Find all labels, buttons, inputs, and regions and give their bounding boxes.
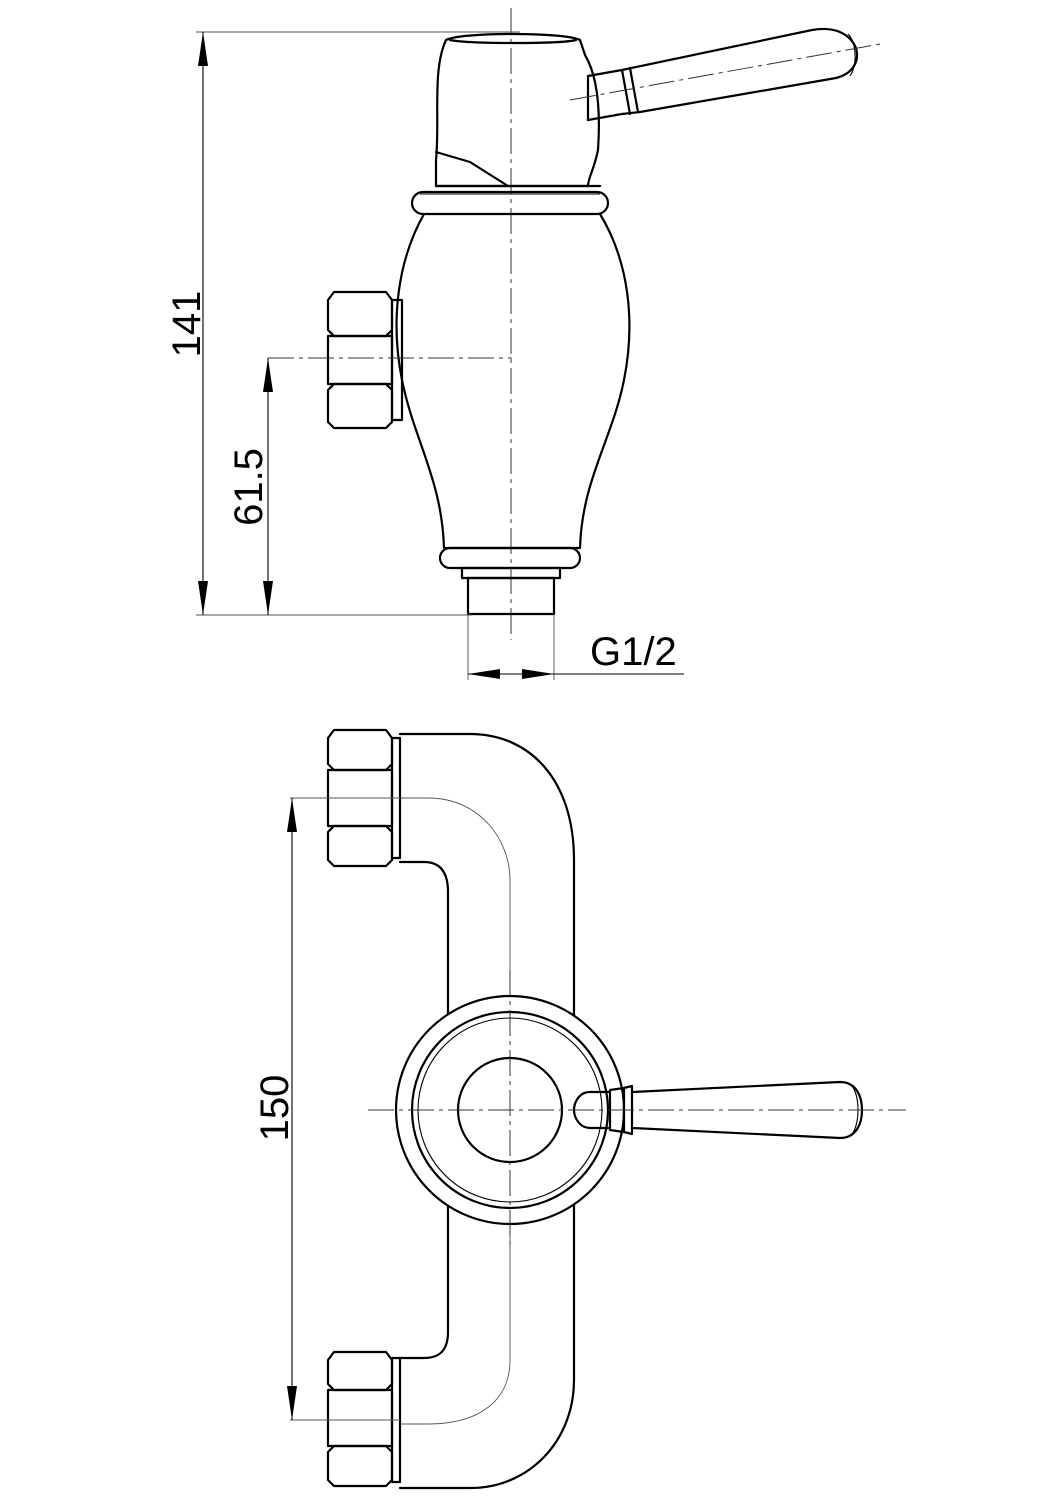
side-inlet-nut — [326, 290, 404, 430]
dim-inlet-spacing: 150 — [253, 798, 297, 1420]
dim-inlet-height-label: 61.5 — [227, 448, 271, 526]
front-view: 150 — [253, 728, 906, 1490]
thread-label: G1/2 — [590, 630, 677, 674]
side-body — [395, 212, 631, 550]
dim-thread: G1/2 — [468, 630, 684, 679]
front-pipe — [398, 732, 576, 1490]
dim-total-height-label: 141 — [165, 291, 209, 358]
front-bottom-nut — [326, 1350, 402, 1488]
dim-inlet-spacing-label: 150 — [253, 1075, 297, 1142]
side-outlet — [438, 546, 582, 616]
dim-total-height: 141 — [165, 32, 209, 615]
side-lever-handle — [569, 27, 881, 122]
side-cap — [434, 32, 602, 188]
lever-centerline — [569, 43, 881, 101]
side-collar — [410, 190, 610, 216]
dim-inlet-height: 61.5 — [227, 358, 273, 615]
side-view: 141 61.5 G1/2 — [165, 8, 881, 680]
